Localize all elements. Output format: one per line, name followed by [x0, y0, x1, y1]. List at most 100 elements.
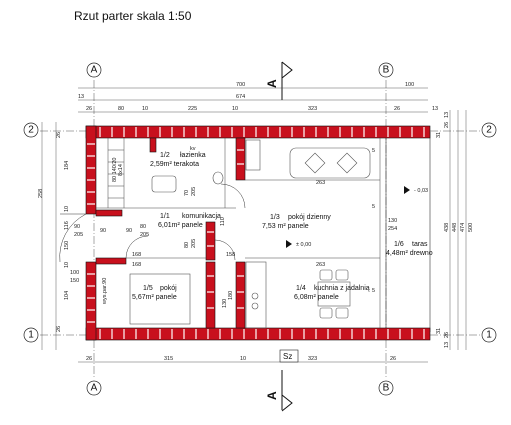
dim-right-item: 13 — [444, 112, 450, 118]
hob-ring — [251, 292, 259, 300]
wall-room-top — [95, 257, 127, 265]
section-markers — [281, 61, 293, 412]
misc-label: 130 — [222, 299, 228, 308]
wall-left-upper — [85, 125, 97, 215]
misc-label: 263 — [316, 180, 325, 186]
axis-bubble-2-left — [23, 122, 39, 138]
dim-left-item: 26 — [56, 326, 62, 332]
bathtub-sink — [151, 175, 177, 193]
chair — [319, 269, 333, 281]
misc-label: 5 — [372, 204, 375, 210]
axis-bubble-1-right — [481, 327, 497, 343]
door-label: 90 — [100, 228, 106, 234]
axis-label-1-left: 1 — [28, 330, 34, 341]
door-label: 205 — [191, 187, 197, 196]
level-markers: ± 0,00 - 0,03 — [286, 186, 428, 248]
dim-left-item: 150 — [64, 241, 70, 250]
dim-bottom-item: 26 — [390, 356, 396, 362]
room-number-living: 1/3 — [270, 214, 280, 221]
dimension-lines — [41, 87, 467, 363]
dim-right-item: 130 — [388, 218, 397, 224]
door-label: 205 — [191, 239, 197, 248]
hob-ring — [251, 302, 259, 310]
chair — [335, 269, 349, 281]
dim-right-item: 438 — [444, 223, 450, 232]
wall-hatch — [87, 127, 425, 339]
room-area-kitchen: 6,08m² panele — [294, 294, 339, 301]
room-name-bathroom: łazienka — [180, 152, 206, 159]
dim-row-item: 323 — [308, 106, 317, 112]
section-letter-bottom: A — [265, 391, 279, 400]
wall-bath-west — [149, 137, 157, 153]
room-name-kitchen: kuchnia z jadalnią — [314, 285, 370, 292]
wall-top — [85, 125, 431, 139]
dim-left-item: 10 — [64, 206, 70, 212]
axis-bubbles — [23, 62, 497, 396]
level-marker-triangle — [286, 240, 292, 248]
room-area-living: 7,53 m² panele — [262, 223, 309, 230]
room-labels: 1/2 łazienka 2,59m² terakota 1/1 komunik… — [132, 152, 433, 301]
axis-bubble-a-top — [86, 62, 102, 78]
axis-label-b-bottom: B — [383, 383, 390, 394]
room-number-bathroom: 1/2 — [160, 152, 170, 159]
level-marker-triangle — [404, 186, 410, 194]
dim-row-item: 26 — [394, 106, 400, 112]
hall-door-arc — [214, 239, 236, 261]
dim-row-item: 26 — [86, 106, 92, 112]
dim-right-item: 474 — [460, 223, 466, 232]
door-label: 100 — [70, 270, 79, 276]
dim-right-item: 31 — [436, 328, 442, 334]
dim-row-item: 10 — [232, 106, 238, 112]
room-area-terrace: 4,48m² drewno — [386, 250, 433, 257]
dim-top-small: 13 — [78, 94, 84, 100]
plan-title: Rzut parter skala 1:50 — [74, 9, 192, 23]
door-label: 205 — [74, 232, 83, 238]
room-door-arc — [125, 235, 149, 259]
axis-label-2-right: 2 — [486, 125, 492, 136]
room-name-living: pokój dzienny — [288, 214, 331, 221]
dim-top-inner: 674 — [236, 94, 245, 100]
axis-label-b-top: B — [383, 65, 390, 76]
room-area-bathroom: 2,59m² terakota — [150, 161, 199, 168]
dim-right-item: 500 — [468, 223, 474, 232]
dim-bottom-item: 26 — [86, 356, 92, 362]
room-area-hall: 6,01m² panele — [158, 222, 203, 229]
north-marker: Sz — [279, 349, 299, 363]
misc-label: 158 — [226, 252, 235, 258]
bath-fixture — [245, 139, 261, 171]
toilet — [212, 171, 224, 185]
dim-right-item: 448 — [452, 223, 458, 232]
wall-hall-east — [205, 221, 216, 261]
level-terrace: - 0,03 — [414, 188, 428, 194]
furniture — [129, 139, 371, 329]
dim-right-item: 254 — [388, 226, 397, 232]
north-label: Sz — [283, 352, 292, 361]
dim-right-item: 13 — [444, 342, 450, 348]
wall-left-lower — [85, 261, 97, 341]
room-number-hall: 1/1 — [160, 213, 170, 220]
wall-room-east — [205, 261, 216, 329]
dim-top-total: 700 — [236, 82, 245, 88]
room-number-kitchen: 1/4 — [296, 285, 306, 292]
dim-left-item: 258 — [38, 189, 44, 198]
misc-label: 80 140/20 — [112, 158, 118, 182]
dim-left-item: 116 — [64, 221, 70, 230]
door-swings — [59, 183, 246, 263]
axis-label-2-left: 2 — [28, 125, 34, 136]
misc-label: kv — [190, 146, 196, 152]
misc-label: 168 — [132, 252, 141, 258]
dim-row-item: 10 — [142, 106, 148, 112]
axis-bubble-a-bottom — [86, 380, 102, 396]
section-letter-top: A — [265, 79, 279, 88]
chair — [319, 307, 333, 319]
wall-kitchen-west — [235, 261, 246, 329]
dining-table — [317, 281, 351, 307]
wall-bottom — [85, 327, 431, 341]
dim-right-item: 26 — [444, 332, 450, 338]
bath-door-arc — [220, 183, 246, 209]
wall-bathroom-east — [235, 137, 246, 181]
room-number-bedroom: 1/5 — [143, 285, 153, 292]
room-number-terrace: 1/6 — [394, 241, 404, 248]
dim-bottom-item: 315 — [164, 356, 173, 362]
axis-bubble-1-left — [23, 327, 39, 343]
